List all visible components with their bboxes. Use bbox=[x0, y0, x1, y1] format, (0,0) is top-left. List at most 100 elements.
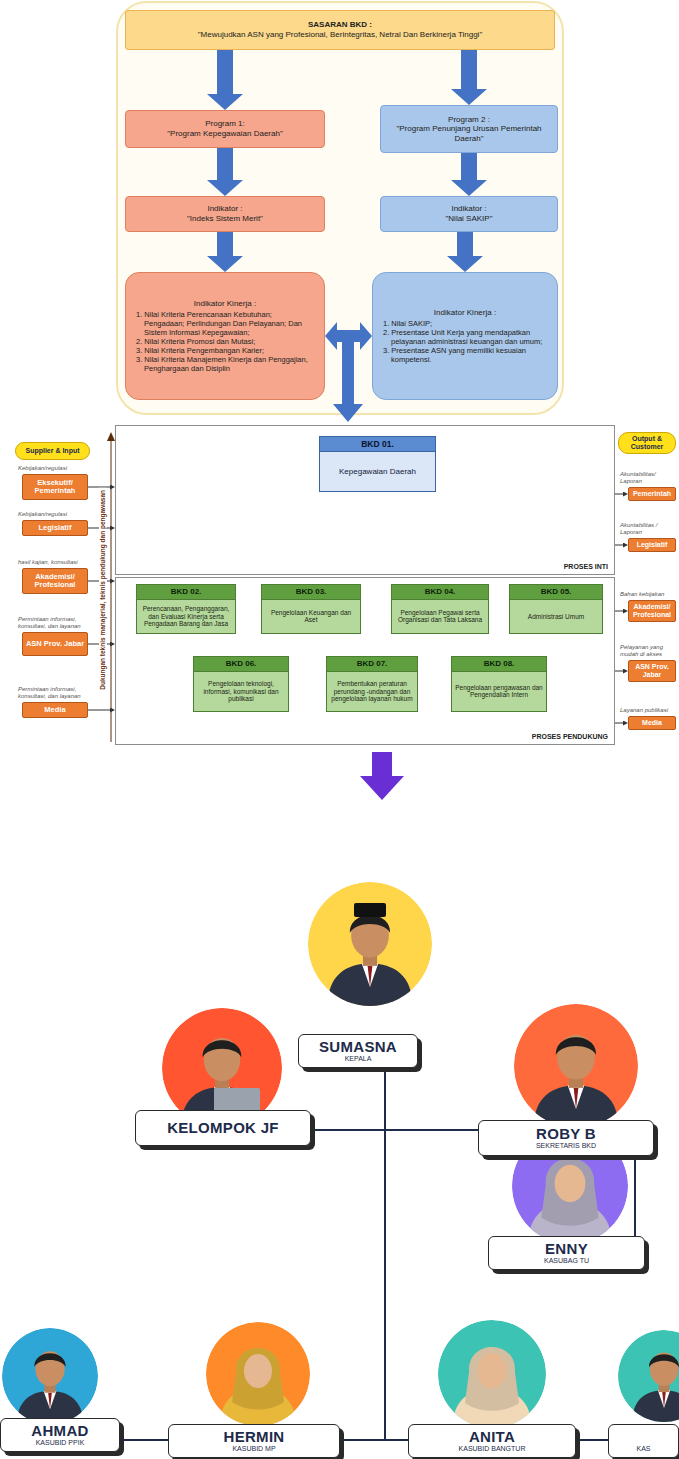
box-heading: Output & Customer bbox=[624, 435, 670, 451]
box-text: "Nilai SAKIP" bbox=[387, 214, 551, 224]
box-heading: Supplier & Input bbox=[21, 447, 84, 455]
org-line bbox=[311, 1068, 385, 1130]
cap-shape bbox=[354, 903, 386, 917]
process-box: BKD 06.Pengelolaan teknologi, informasi,… bbox=[193, 656, 289, 712]
flow-label: Pelayanan yang mudah di akses bbox=[620, 644, 676, 658]
person-figure bbox=[528, 1158, 612, 1244]
stakeholder-box: Eksekutif/ Pemerintah bbox=[22, 474, 88, 500]
block-arrow bbox=[217, 50, 233, 94]
person-figure bbox=[632, 1352, 679, 1422]
process-code: BKD 05. bbox=[510, 585, 602, 600]
indicator-box: Indikator Kinerja :1. Nilai SAKIP;2. Pre… bbox=[372, 272, 558, 400]
name-plate: AHMADKASUBID PPIK bbox=[0, 1418, 120, 1452]
flow-label: Kebijakan/regulasi bbox=[18, 511, 92, 518]
box-text: "Indeks Sistem Merit" bbox=[132, 214, 318, 224]
process-text: Pengelolaan pengawasan dan Pengendalian … bbox=[452, 672, 546, 711]
name-plate: KELOMPOK JF bbox=[135, 1110, 311, 1146]
process-code: BKD 07. bbox=[327, 657, 417, 672]
process-text: Pengelolaan Pegawai serta Organisasi dan… bbox=[392, 600, 488, 633]
name-label: ROBY B bbox=[485, 1126, 647, 1142]
program-box: Indikator :"Indeks Sistem Merit" bbox=[125, 196, 325, 232]
box-text: "Program Kepegawaian Daerah" bbox=[132, 129, 318, 139]
block-arrow bbox=[457, 232, 473, 256]
box-heading: Legislatif bbox=[631, 541, 673, 549]
process-box: BKD 03.Pengelolaan Keuangan dan Aset bbox=[261, 584, 361, 634]
box-heading: Indikator : bbox=[387, 204, 551, 214]
flow-label: Akuntabilitas/ Laporan bbox=[620, 471, 676, 485]
name-label: AHMAD bbox=[7, 1423, 113, 1439]
block-arrow bbox=[217, 148, 233, 180]
box-text: 3. Nilai Kriteria Manajemen Kinerja dan … bbox=[136, 355, 314, 373]
process-box: BKD 01.Kepegawaian Daerah bbox=[319, 436, 436, 492]
box-heading: Akademisi/ Profesional bbox=[25, 573, 85, 590]
portrait bbox=[514, 1004, 638, 1128]
box-heading: Indikator : bbox=[132, 204, 318, 214]
box-text: 3. Presentase ASN yang memiliki kesuaian… bbox=[383, 346, 547, 364]
flow-label: Akuntabilitas / Laporan bbox=[620, 522, 676, 536]
flow-arrow bbox=[615, 611, 623, 612]
person-figure bbox=[328, 913, 413, 1006]
support-arrow-head bbox=[107, 432, 115, 441]
person-figure bbox=[452, 1347, 531, 1428]
role-label: KASUBID PPIK bbox=[7, 1439, 113, 1447]
process-band: PROSES INTI BKD 01.Kepegawaian Daerah bbox=[115, 425, 615, 575]
name-plate: ENNYKASUBAG TU bbox=[488, 1236, 645, 1270]
box-heading: ASN Prov. Jabar bbox=[25, 640, 85, 648]
stakeholder-box: Media bbox=[628, 716, 676, 730]
process-text: Kepegawaian Daerah bbox=[320, 452, 435, 491]
process-box: BKD 05.Administrasi Umum bbox=[509, 584, 603, 634]
flow-label: Permintaan informasi, konsultasi, dan la… bbox=[18, 686, 92, 700]
stakeholder-box: Media bbox=[22, 702, 88, 718]
flow-label: hasil kajian, konsultasi bbox=[18, 559, 92, 566]
portrait bbox=[308, 882, 432, 1006]
band-label: PROSES PENDUKUNG bbox=[532, 733, 608, 741]
box-text: "Mewujudkan ASN yang Profesional, Berint… bbox=[134, 30, 546, 40]
role-label: KAS bbox=[615, 1445, 672, 1453]
box-heading: SASARAN BKD : bbox=[134, 20, 546, 30]
program-box: Program 2 :"Program Penunjang Urusan Pem… bbox=[380, 105, 558, 153]
box-heading: Legislatif bbox=[25, 524, 85, 532]
process-code: BKD 08. bbox=[452, 657, 546, 672]
flow-label: Bahan kebijakan bbox=[620, 591, 676, 598]
role-label: KASUBID MP bbox=[175, 1445, 333, 1453]
process-code: BKD 03. bbox=[262, 585, 360, 600]
stakeholder-box: Legislatif bbox=[22, 520, 88, 536]
org-line bbox=[120, 1068, 385, 1440]
goal-box: SASARAN BKD :"Mewujudkan ASN yang Profes… bbox=[125, 10, 555, 50]
portrait bbox=[438, 1320, 546, 1428]
portrait-circle bbox=[206, 1322, 310, 1426]
process-text: Pembentukan peraturan perundang -undanga… bbox=[327, 672, 417, 711]
box-heading: Program 1: bbox=[132, 119, 318, 129]
process-box: BKD 07.Pembentukan peraturan perundang -… bbox=[326, 656, 418, 712]
block-arrow bbox=[217, 232, 233, 256]
process-band: PROSES PENDUKUNGBKD 02.Perencanaan, Peng… bbox=[115, 577, 615, 745]
process-text: Perencanaan, Penganggaran, dan Evaluasi … bbox=[137, 600, 235, 633]
box-heading: Program 2 : bbox=[387, 115, 551, 125]
process-code: BKD 01. bbox=[320, 437, 435, 452]
box-heading: Indikator Kinerja : bbox=[383, 308, 547, 318]
process-text: Administrasi Umum bbox=[510, 600, 602, 633]
name-plate: ANITAKASUBID BANGTUR bbox=[408, 1424, 576, 1458]
section-pill: Supplier & Input bbox=[15, 442, 90, 460]
name-plate: SUMASNAKEPALA bbox=[298, 1034, 418, 1068]
process-text: Pengelolaan teknologi, informasi, komuni… bbox=[194, 672, 288, 711]
name-plate: HERMINKASUBID MP bbox=[168, 1424, 340, 1458]
box-heading: Media bbox=[631, 719, 673, 727]
down-block-arrow bbox=[333, 336, 363, 422]
portrait-circle bbox=[2, 1328, 98, 1424]
stakeholder-box: Akademisi/ Profesional bbox=[628, 600, 676, 622]
process-box: BKD 04.Pengelolaan Pegawai serta Organis… bbox=[391, 584, 489, 634]
box-text: "Program Penunjang Urusan Pemerintah Dae… bbox=[387, 124, 551, 143]
support-arrow-line bbox=[111, 440, 112, 742]
portrait-circle bbox=[438, 1320, 546, 1428]
stakeholder-box: ASN Prov. Jabar bbox=[628, 660, 676, 682]
name-plate: KAS bbox=[608, 1424, 679, 1458]
name-label: ENNY bbox=[495, 1241, 638, 1257]
name-label: HERMIN bbox=[175, 1429, 333, 1445]
band-label: PROSES INTI bbox=[564, 563, 608, 571]
flow-arrow bbox=[615, 494, 623, 495]
box-text: 3. Nilai Kriteria Pengembangan Karier; bbox=[136, 346, 314, 355]
stakeholder-box: ASN Prov. Jabar bbox=[22, 632, 88, 656]
box-text: 1. Nilai Kriteria Perencanaan Kebutuhan;… bbox=[136, 310, 314, 337]
program-box: Program 1:"Program Kepegawaian Daerah" bbox=[125, 110, 325, 148]
